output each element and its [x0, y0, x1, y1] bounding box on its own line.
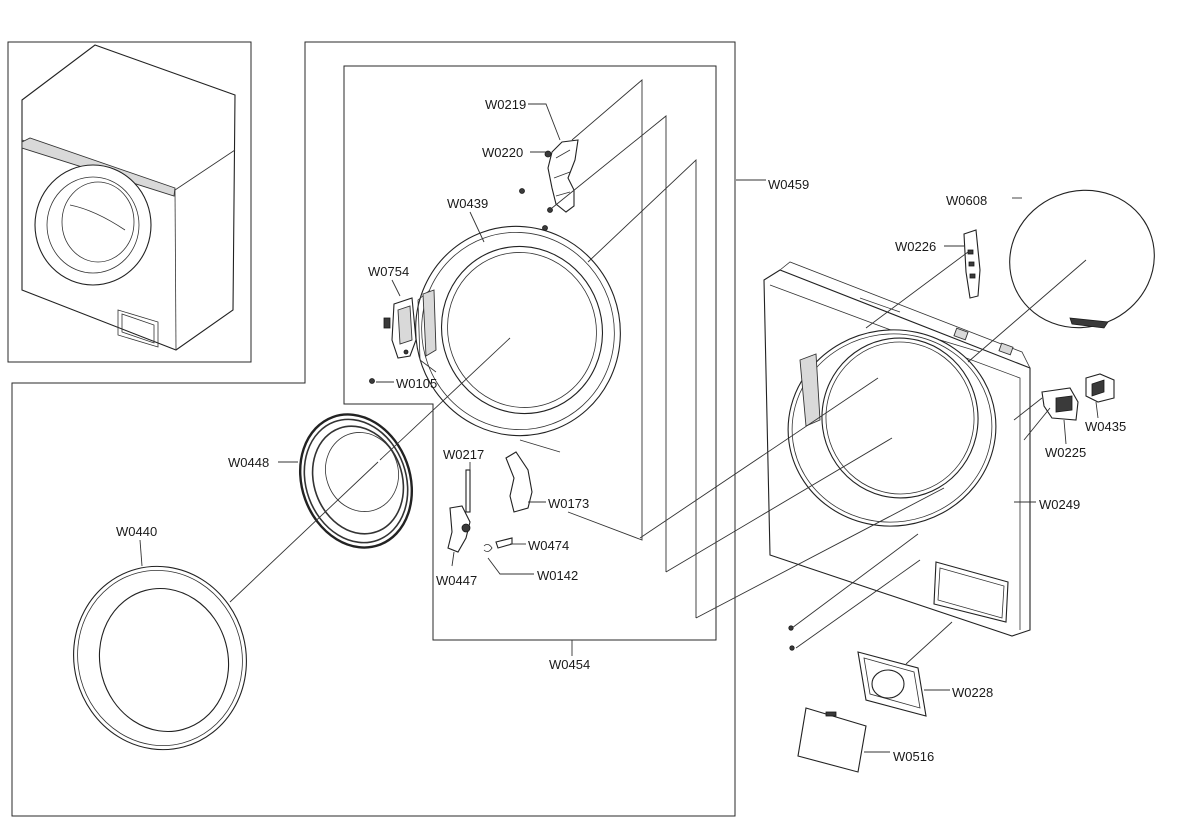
label-w0459: W0459 [768, 177, 809, 192]
label-w0225: W0225 [1045, 445, 1086, 460]
door-glass-w0448 [298, 413, 414, 549]
leader-lines [139, 103, 1099, 753]
service-cover-w0228 [797, 651, 927, 773]
label-w0228: W0228 [952, 685, 993, 700]
alignment-lines [229, 79, 1087, 665]
door-lock-w0225 [1041, 373, 1115, 421]
door-frame-w0439 [415, 225, 621, 437]
label-w0173: W0173 [548, 496, 589, 511]
label-w0142: W0142 [537, 568, 578, 583]
label-w0448: W0448 [228, 455, 269, 470]
label-w0608: W0608 [946, 193, 987, 208]
door-cover-w0440 [73, 565, 247, 751]
label-w0249: W0249 [1039, 497, 1080, 512]
label-w0217: W0217 [443, 447, 484, 462]
latch-parts [447, 451, 533, 553]
label-w0440: W0440 [116, 524, 157, 539]
front-panel-w0249 [763, 261, 1031, 651]
overview-inset-frame [7, 41, 252, 363]
label-w0447: W0447 [436, 573, 477, 588]
round-panel-w0608 [1009, 189, 1155, 329]
label-w0219: W0219 [485, 97, 526, 112]
hinge-part-w0219 [519, 139, 579, 231]
door-handle-w0754 [369, 297, 417, 384]
label-w0439: W0439 [447, 196, 488, 211]
label-w0474: W0474 [528, 538, 569, 553]
label-w0516: W0516 [893, 749, 934, 764]
label-w0226: W0226 [895, 239, 936, 254]
label-w0754: W0754 [368, 264, 409, 279]
part-labels: W0219 W0220 W0459 W0439 W0608 W0226 W075… [116, 97, 1126, 764]
label-w0454: W0454 [549, 657, 590, 672]
door-subassembly-frame [343, 65, 717, 641]
bracket-w0226 [963, 229, 981, 299]
washer-overview-illustration [21, 44, 236, 351]
label-w0105: W0105 [396, 376, 437, 391]
label-w0220: W0220 [482, 145, 523, 160]
main-assembly-frame [11, 41, 736, 817]
label-w0435: W0435 [1085, 419, 1126, 434]
